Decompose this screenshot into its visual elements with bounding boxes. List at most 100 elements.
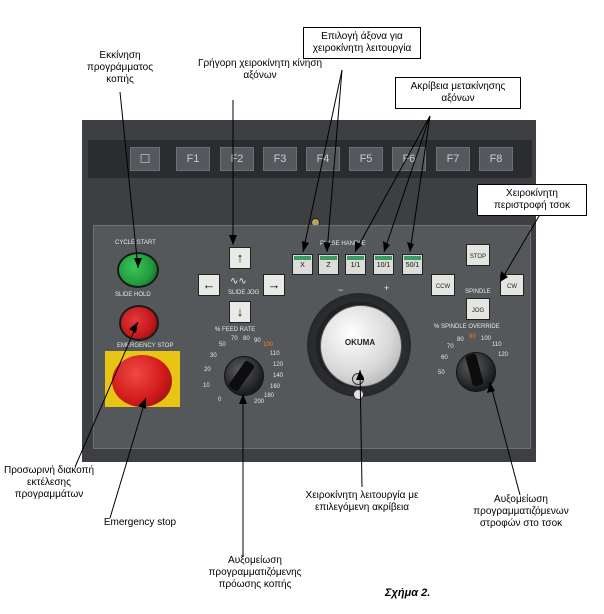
emergency-stop-button[interactable]	[112, 355, 172, 407]
leader-precision-10	[383, 115, 431, 253]
f1-key[interactable]: F1	[176, 147, 210, 171]
arrow-slide-hold	[129, 322, 138, 333]
leader-spindle-override	[489, 381, 521, 496]
screen-icon[interactable]: ☐	[130, 147, 160, 171]
feed-tick-100: 100	[263, 342, 274, 348]
precision-10-key[interactable]: 10/1	[373, 254, 394, 275]
spindle-tick: 120	[498, 352, 509, 358]
f7-key[interactable]: F7	[436, 147, 470, 171]
leader-axis-z	[326, 69, 343, 253]
feed-tick: 20	[204, 367, 211, 373]
precision-50-label: 50/1	[405, 262, 420, 269]
precision-1-label: 1/1	[350, 262, 361, 269]
f6-key[interactable]: F6	[392, 147, 426, 171]
callout-slide-hold: Προσωρινή διακοπή εκτέλεσης προγραμμάτων	[3, 465, 95, 500]
slide-hold-button[interactable]	[119, 305, 159, 341]
feed-tick: 200	[254, 399, 265, 405]
pulse-handle-label: PULSE HANDLE	[320, 241, 366, 247]
feed-tick: 140	[273, 373, 284, 379]
handwheel-brand: OKUMA	[344, 338, 376, 347]
leader-handwheel	[359, 369, 363, 488]
spindle-stop-button[interactable]: STOP	[466, 244, 490, 266]
arrow-axis-x	[302, 241, 309, 252]
callout-handwheel: Χειροκίνητη λειτουργία με επιλεγόμενη ακ…	[305, 490, 419, 513]
emergency-stop-label: EMERGENCY STOP	[117, 343, 174, 349]
jog-right-button[interactable]: →	[263, 274, 285, 296]
arrow-spindle	[500, 271, 508, 282]
spindle-jog-button[interactable]: JOG	[466, 298, 490, 320]
feed-rate-label: % FEED RATE	[215, 327, 256, 333]
axis-x-label: X	[300, 262, 305, 269]
precision-50-key[interactable]: 50/1	[402, 254, 423, 275]
feed-tick: 160	[270, 384, 281, 390]
callout-feed: Αυξομείωση προγραμματιζόμενης πρόωσης κο…	[208, 555, 302, 590]
feed-tick: 90	[254, 338, 261, 344]
axis-x-key[interactable]: X	[292, 254, 313, 275]
feed-tick: 70	[231, 336, 238, 342]
feed-tick: 180	[264, 393, 275, 399]
ccw-label: CCW	[435, 284, 451, 290]
jog-up-button[interactable]: ↑	[229, 247, 251, 269]
slide-hold-label: SLIDE HOLD	[115, 292, 151, 298]
leader-precision-1	[354, 115, 431, 253]
spindle-override-label: % SPINDLE OVERRIDE	[434, 324, 500, 330]
callout-precision: Ακρίβεια μετακίνησης αξόνων	[395, 77, 521, 109]
axis-z-key[interactable]: Z	[318, 254, 339, 275]
feed-tick: 30	[210, 353, 217, 359]
rapid-icon: ∿∿	[230, 276, 247, 287]
callout-axis-select: Επιλογή άξονα για χειροκίνητη λειτουργία	[303, 27, 421, 59]
figure-caption: Σχήμα 2.	[385, 587, 431, 599]
arrow-spindle-override	[487, 382, 495, 393]
callout-cycle-start: Εκκίνηση προγράμματος κοπής	[86, 50, 154, 85]
arrow-cycle-start	[134, 258, 142, 268]
arrow-precision-10	[383, 241, 390, 252]
arrow-precision-50	[407, 242, 414, 252]
leader-precision-50	[409, 115, 431, 253]
stop-label: STOP	[469, 254, 487, 260]
arrow-feed	[239, 394, 247, 404]
spindle-tick: 110	[492, 342, 502, 348]
arrow-handwheel	[356, 370, 364, 380]
arrow-axis-z	[323, 242, 331, 252]
spindle-tick: 60	[441, 355, 448, 361]
precision-10-label: 10/1	[376, 262, 391, 269]
callout-spindle-override: Αυξομείωση προγραμματιζόμενων στροφών στ…	[473, 494, 569, 529]
callout-slide-jog: Γρήγορη χειροκίνητη κίνηση αξόνων	[197, 58, 323, 81]
callout-emergency: Emergency stop	[103, 517, 177, 528]
handwheel-knob[interactable]	[353, 389, 364, 400]
cw-label: CW	[507, 284, 517, 290]
spindle-ccw-button[interactable]: CCW	[431, 274, 455, 296]
feed-tick: 80	[243, 336, 250, 342]
leader-slide-hold	[74, 321, 139, 468]
f2-key[interactable]: F2	[220, 147, 254, 171]
spindle-tick: 50	[438, 370, 445, 376]
spindle-cw-button[interactable]: CW	[500, 274, 524, 296]
jog-label: JOG	[471, 308, 485, 314]
axis-z-label: Z	[326, 262, 331, 269]
feed-tick: 120	[273, 362, 284, 368]
arrow-emergency	[138, 398, 146, 409]
f5-key[interactable]: F5	[349, 147, 383, 171]
jog-left-button[interactable]: ←	[198, 274, 220, 296]
spindle-tick: 80	[457, 337, 464, 343]
callout-spindle-manual: Χειροκίνητη περιστροφή τσοκ	[477, 184, 587, 216]
feed-tick: 0	[218, 397, 222, 403]
feed-tick: 10	[203, 383, 210, 389]
jog-down-button[interactable]: ↓	[229, 301, 251, 323]
f8-key[interactable]: F8	[479, 147, 513, 171]
precision-1-key[interactable]: 1/1	[345, 254, 366, 275]
arrow-slide-jog	[229, 235, 237, 245]
feed-tick: 110	[270, 351, 280, 357]
spindle-tick: 70	[447, 344, 454, 350]
leader-cycle-start	[119, 91, 139, 269]
leader-spindle	[499, 205, 546, 283]
spindle-tick-90: 90	[469, 334, 476, 340]
minus-sign: −	[338, 285, 344, 295]
feed-tick: 50	[219, 342, 226, 348]
f3-key[interactable]: F3	[263, 147, 297, 171]
leader-emergency	[109, 397, 147, 519]
arrow-precision-1	[355, 241, 362, 252]
spindle-label: SPINDLE	[465, 289, 491, 295]
leader-axis-x	[302, 69, 343, 253]
slide-jog-label: SLIDE JOG	[228, 290, 260, 296]
